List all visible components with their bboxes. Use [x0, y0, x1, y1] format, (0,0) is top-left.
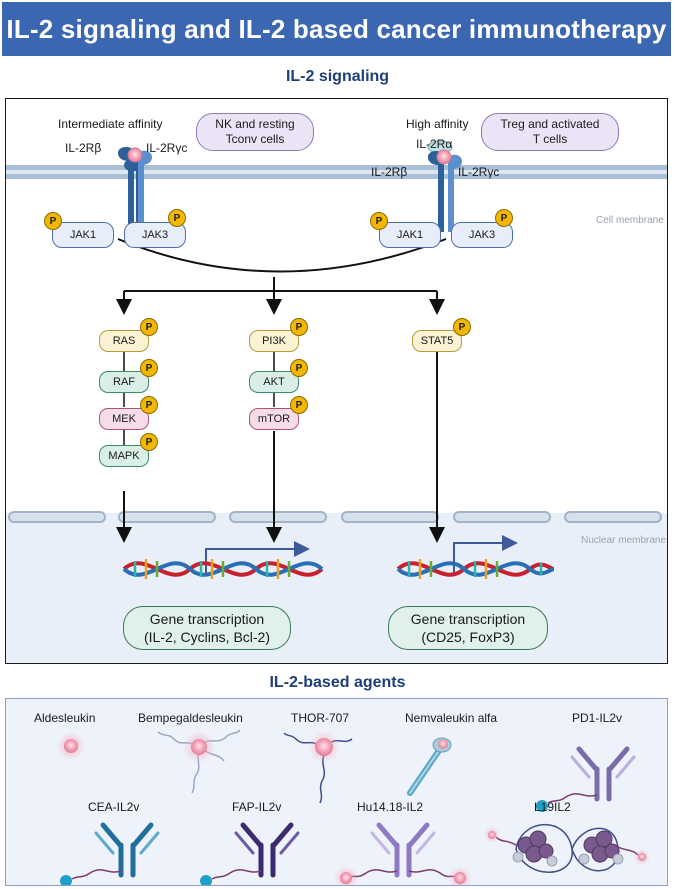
cell-membrane-label: Cell membrane: [596, 215, 664, 226]
akt-node: AKT: [249, 371, 299, 393]
agents-section-title: IL-2-based agents: [269, 674, 406, 691]
signaling-graphics: [6, 140, 667, 579]
il2rb-right-label: IL-2Rβ: [371, 165, 408, 179]
thor-707-graphic: [283, 731, 353, 804]
ras-node: RAS: [99, 330, 149, 352]
phospho-badge: P: [140, 396, 158, 414]
l19il2-graphic: [484, 823, 650, 873]
agents-graphics: [57, 729, 650, 885]
treg-cells-line2: T cells: [532, 132, 568, 146]
phospho-badge: P: [495, 209, 513, 227]
agent-label-aldesleukin: Aldesleukin: [34, 711, 96, 725]
il2rb-left-label: IL-2Rβ: [65, 141, 102, 155]
treg-cells-line1: Treg and activated: [500, 117, 600, 131]
gene-transcription-left: Gene transcription (IL-2, Cyclins, Bcl-2…: [123, 606, 291, 650]
agent-label-l19il2: L19IL2: [534, 800, 571, 814]
agent-label-fap-il2v: FAP-IL2v: [232, 800, 282, 814]
phospho-badge: P: [140, 433, 158, 451]
phospho-badge: P: [453, 318, 471, 336]
agent-label-hu14-18-il2: Hu14.18-IL2: [357, 800, 424, 814]
agent-label-thor-707: THOR-707: [291, 711, 350, 725]
dna-right: [396, 559, 555, 579]
signaling-panel: Intermediate affinity High affinity NK a…: [5, 98, 668, 664]
nemvaleukin-graphic: [407, 737, 452, 796]
gene-left-detail: (IL-2, Cyclins, Bcl-2): [143, 629, 271, 645]
pi3k-node: PI3K: [249, 330, 299, 352]
gene-right-detail: (CD25, FoxP3): [421, 629, 515, 645]
pd1-il2v-graphic: [536, 746, 636, 812]
aldesleukin-graphic: [57, 732, 85, 760]
mapk-node: MAPK: [99, 445, 149, 467]
stat5-node: STAT5: [412, 330, 462, 352]
phospho-badge: P: [370, 212, 388, 230]
high-affinity-label: High affinity: [406, 117, 469, 131]
agent-label-cea-il2v: CEA-IL2v: [88, 800, 140, 814]
cea-il2v-graphic: [60, 822, 160, 885]
signaling-section-title: IL-2 signaling: [285, 68, 390, 85]
gene-left-title: Gene transcription: [149, 611, 265, 627]
dna-left: [122, 559, 324, 579]
nuclear-membrane: [8, 511, 662, 523]
bempegaldesleukin-graphic: [157, 729, 241, 794]
agent-label-pd1-il2v: PD1-IL2v: [572, 711, 623, 725]
phospho-badge: P: [140, 359, 158, 377]
nk-cells-line1: NK and resting: [215, 117, 295, 131]
jak1-left: JAK1: [52, 222, 114, 248]
phospho-badge: P: [290, 359, 308, 377]
phospho-badge: P: [168, 209, 186, 227]
title-banner: IL-2 signaling and IL-2 based cancer imm…: [2, 2, 671, 56]
phospho-badge: P: [290, 396, 308, 414]
agent-label-nemvaleukin: Nemvaleukin alfa: [405, 711, 498, 725]
gene-right-title: Gene transcription: [410, 611, 526, 627]
treg-cells-pill: Treg and activated T cells: [481, 113, 619, 151]
agent-label-bempegaldesleukin: Bempegaldesleukin: [138, 711, 243, 725]
cell-membrane: [6, 165, 667, 179]
agents-panel: Aldesleukin Bempegaldesleukin THOR-707 N…: [5, 698, 668, 886]
high-affinity-receptor: [427, 140, 463, 232]
raf-node: RAF: [99, 371, 149, 393]
nk-cells-pill: NK and resting Tconv cells: [196, 113, 314, 151]
phospho-badge: P: [44, 212, 62, 230]
il2ra-label: IL-2Rα: [416, 137, 453, 151]
nk-cells-line2: Tconv cells: [225, 132, 285, 146]
gene-transcription-right: Gene transcription (CD25, FoxP3): [388, 606, 548, 650]
phospho-badge: P: [290, 318, 308, 336]
phospho-badge: P: [140, 318, 158, 336]
page-title: IL-2 signaling and IL-2 based cancer imm…: [6, 13, 667, 44]
jak3-right: JAK3: [451, 222, 513, 248]
fap-il2v-graphic: [200, 822, 300, 885]
intermediate-affinity-receptor: [117, 147, 153, 232]
hu14-18-il2-graphic: [334, 822, 472, 885]
intermediate-affinity-label: Intermediate affinity: [58, 117, 163, 131]
jak1-right: JAK1: [379, 222, 441, 248]
il2ryc-right-label: IL-2Rγc: [458, 165, 500, 179]
il2ryc-left-label: IL-2Rγc: [146, 141, 188, 155]
mtor-node: mTOR: [249, 408, 299, 430]
mek-node: MEK: [99, 408, 149, 430]
nuclear-membrane-label: Nuclear membrane: [581, 535, 667, 546]
